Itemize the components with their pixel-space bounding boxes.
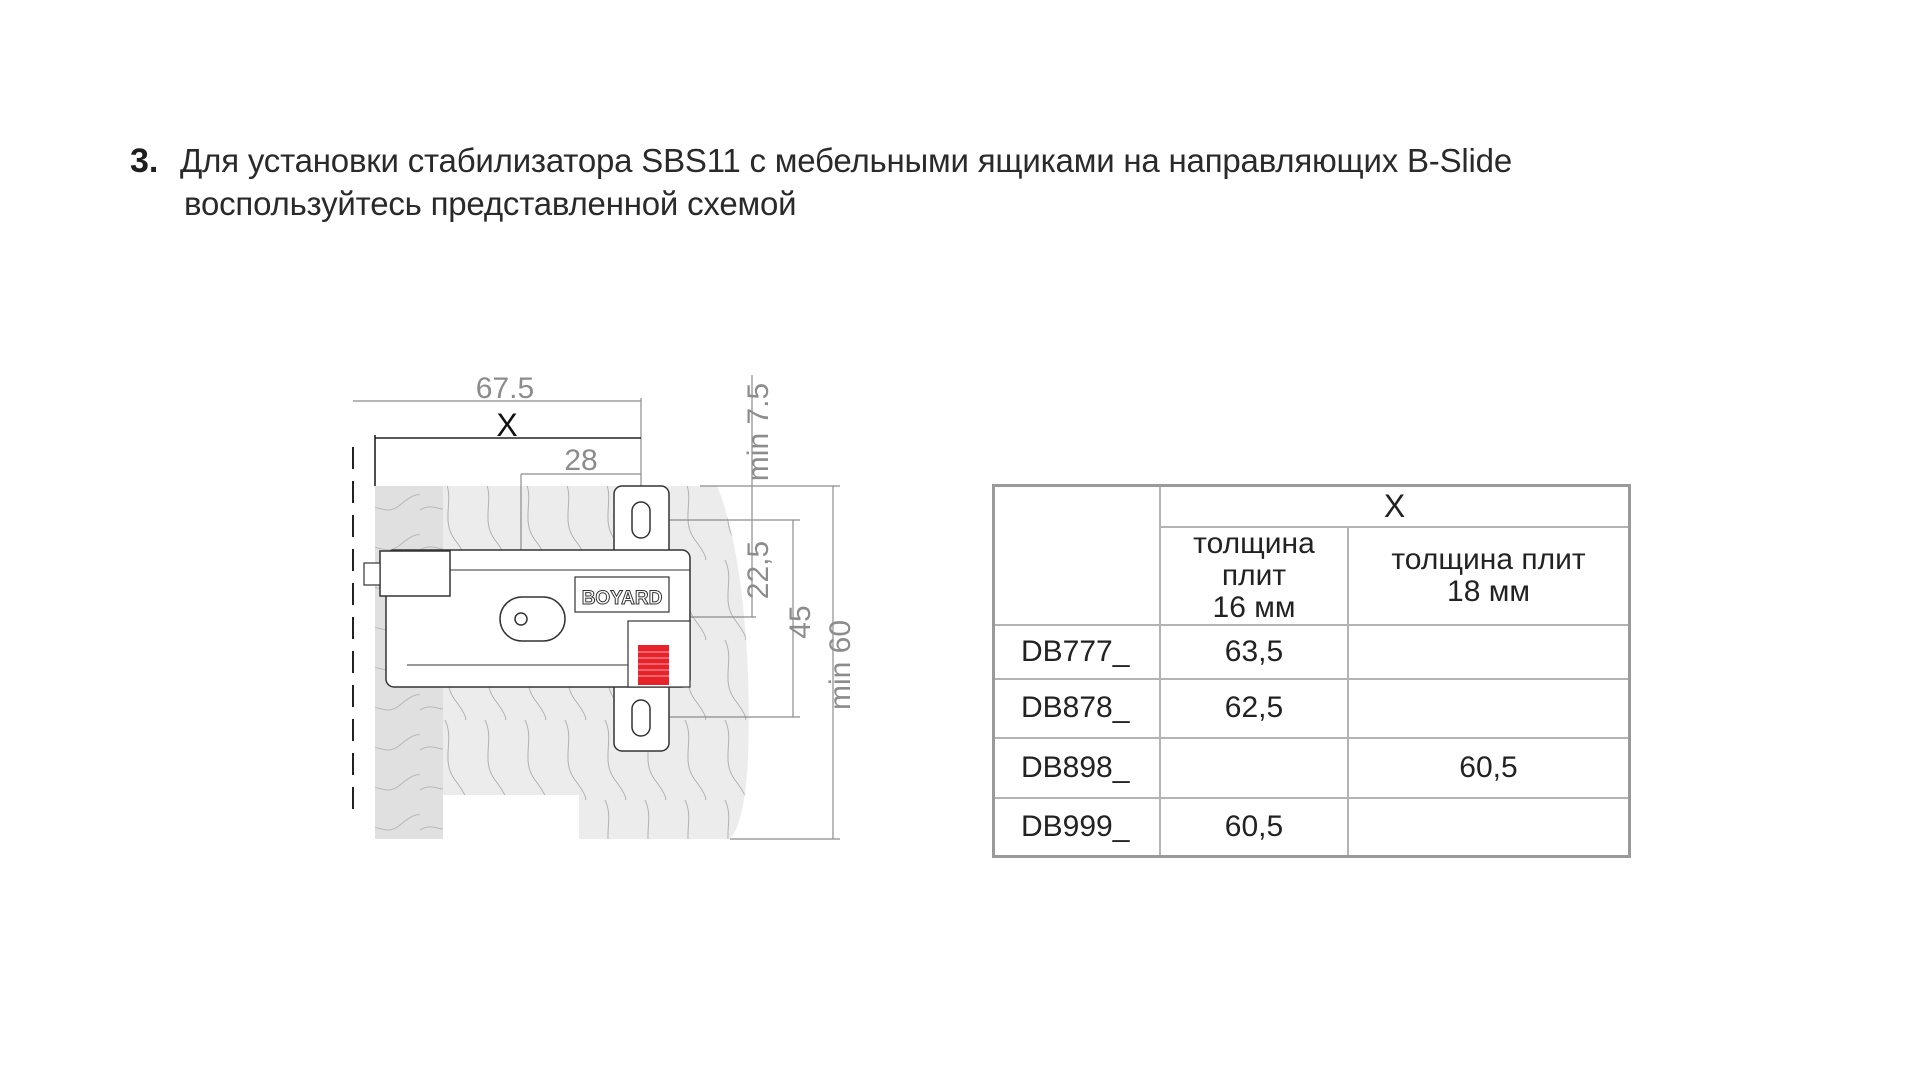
table-row: DB898_ 60,5 [992, 736, 1631, 799]
instruction-line-2: воспользуйтесь представленной схемой [184, 185, 797, 222]
table-row: DB878_ 62,5 [992, 677, 1631, 739]
dim-x: X [496, 407, 517, 443]
dim-22-5: 22,5 [742, 541, 775, 599]
red-adjuster [638, 645, 669, 685]
dim-45: 45 [784, 605, 817, 638]
slot-bottom [631, 699, 651, 737]
dim-28: 28 [564, 444, 597, 477]
adjust-oval [499, 596, 566, 642]
table-corner [992, 484, 1161, 626]
table-row: DB777_ 63,5 [992, 623, 1631, 680]
slot-top [631, 501, 651, 539]
dim-overall: 67.5 [476, 372, 534, 405]
logo: BOYARD [582, 588, 663, 609]
dim-min-7-5: min 7.5 [742, 383, 775, 481]
dim-min-60: min 60 [824, 620, 857, 710]
table-row: DB999_ 60,5 [992, 796, 1631, 858]
header-x: X [1159, 484, 1631, 528]
step-number: 3. [130, 142, 159, 180]
instruction-line-1: Для установки стабилизатора SBS11 с мебе… [180, 142, 1512, 179]
